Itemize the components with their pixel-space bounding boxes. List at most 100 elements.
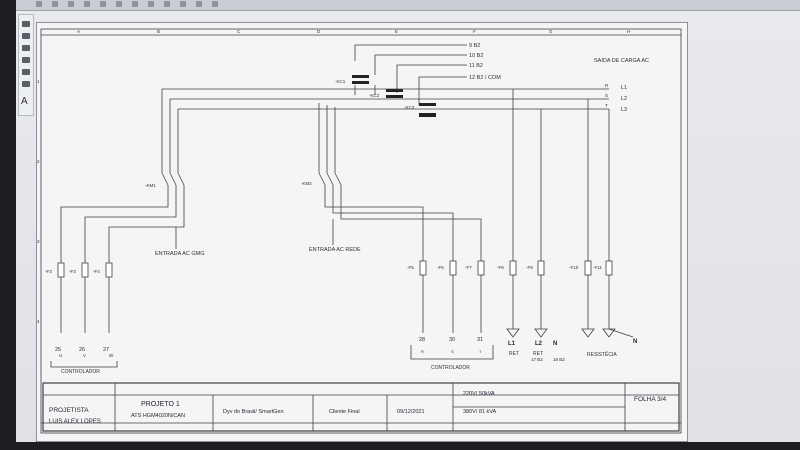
coil-kc3[interactable]: [419, 103, 436, 117]
designer-label: PROJETISTA: [49, 407, 89, 414]
fuse-f6[interactable]: [449, 251, 457, 333]
label-fuse: -F8: [497, 265, 504, 270]
title-block: [42, 382, 680, 432]
group-controller-left: CONTROLADOR: [61, 369, 100, 375]
power-1: 220V/ 50kVA: [463, 391, 495, 397]
column-marker: G: [549, 29, 553, 34]
terminal-30: 30: [449, 337, 455, 343]
contactor-km2[interactable]: [318, 172, 342, 199]
terminal-25: 25: [55, 347, 61, 353]
column-markers: A B C D E F G H: [77, 29, 630, 34]
select-tool-icon[interactable]: [22, 21, 30, 27]
project-title: PROJETO 1: [141, 401, 180, 408]
output-buses: [161, 88, 609, 173]
toolbar-button[interactable]: [52, 1, 58, 7]
bracket-controller-left: [50, 361, 118, 368]
terminal-ret2: RET: [533, 351, 543, 357]
toolbar-button[interactable]: [212, 1, 218, 7]
terminal-31: 31: [477, 337, 483, 343]
monitor-bezel-left: [0, 0, 16, 450]
line-tool-icon[interactable]: [22, 57, 30, 63]
terminal-ret1: RET: [509, 351, 519, 357]
monitor-bezel-bottom: [0, 442, 800, 450]
fuse-f8[interactable]: [509, 89, 517, 329]
signal-12b2-com: 12 B2 / COM: [469, 75, 501, 81]
gmg-entry-wiring: [60, 199, 185, 253]
contactor-km1[interactable]: [161, 172, 185, 199]
terminal-n2: N: [633, 339, 637, 345]
toolbar-button[interactable]: [132, 1, 138, 7]
signal-11b2: 11 B2: [469, 63, 483, 69]
column-marker: A: [77, 29, 80, 34]
phase-l1: L1: [621, 85, 627, 91]
fuse-f9[interactable]: [537, 109, 545, 329]
return-symbols: [506, 328, 634, 338]
label-fuse: -F6: [437, 265, 444, 270]
toolbar-button[interactable]: [116, 1, 122, 7]
column-marker: B: [157, 29, 160, 34]
phase-tag-t: T: [605, 103, 608, 108]
pan-tool-icon[interactable]: [22, 33, 30, 39]
fuse-f3b[interactable]: [81, 253, 89, 333]
label-fuse: -F7: [465, 265, 472, 270]
phase-tag-s: S: [605, 93, 608, 98]
rect-tool-icon[interactable]: [22, 69, 30, 75]
toolbar-button[interactable]: [68, 1, 74, 7]
terminal-t: T: [479, 349, 482, 354]
coil-kc1[interactable]: [352, 75, 369, 84]
toolbar-button[interactable]: [84, 1, 90, 7]
terminal-ret2-sub: 17 B2: [531, 357, 543, 362]
label-kc3: -KC3: [404, 105, 415, 110]
label-km1: -KM1: [145, 183, 156, 188]
terminal-l2: L2: [535, 341, 543, 347]
group-controller-mid: CONTROLADOR: [431, 365, 470, 371]
date: 09/12/2021: [397, 409, 425, 415]
toolbar-button[interactable]: [180, 1, 186, 7]
schematic-sheet[interactable]: A B C D E F G H 1 2 3 4: [36, 22, 688, 442]
top-toolbar: [0, 0, 800, 11]
fuse-f5[interactable]: [419, 251, 427, 333]
inner-frame: [40, 28, 682, 434]
row-marker: 2: [37, 159, 40, 164]
schematic-drawing: A B C D E F G H 1 2 3 4: [37, 28, 682, 434]
terminal-w: W: [109, 353, 114, 358]
fuse-f10[interactable]: [584, 99, 592, 329]
fuse-f3a[interactable]: [57, 253, 65, 333]
column-marker: F: [473, 29, 476, 34]
terminal-r: R: [421, 349, 424, 354]
terminal-l1: L1: [508, 341, 516, 347]
toolbar-button[interactable]: [36, 1, 42, 7]
terminal-ret2-sub2: 16 B2: [553, 357, 565, 362]
entry-rede: ENTRADA AC REDE: [309, 247, 361, 253]
label-fuse: -F11: [593, 265, 602, 270]
terminal-27: 27: [103, 347, 109, 353]
fuse-f7[interactable]: [477, 251, 485, 333]
output-title: SAIDA DE CARGA AC: [594, 58, 649, 64]
column-marker: C: [237, 29, 241, 34]
rede-entry-wiring: [324, 199, 482, 251]
text-tool-icon[interactable]: A: [21, 96, 28, 107]
entry-gmg: ENTRADA AC GMG: [155, 251, 205, 257]
signal-9b2: 9 B2: [469, 43, 480, 49]
label-kc2: -KC2: [369, 93, 380, 98]
terminal-u: U: [59, 353, 62, 358]
fuse-f11[interactable]: [605, 109, 613, 329]
toolbar-button[interactable]: [148, 1, 154, 7]
designer-name: LUIS ALEX LOPES: [49, 419, 101, 425]
circle-tool-icon[interactable]: [22, 81, 30, 87]
toolbar-button[interactable]: [196, 1, 202, 7]
zoom-tool-icon[interactable]: [22, 45, 30, 51]
client: Cliente Final: [329, 409, 360, 415]
terminal-v: V: [83, 353, 86, 358]
coil-kc2[interactable]: [386, 89, 403, 98]
drawing-tool-palette: A: [18, 14, 34, 116]
phase-tag-r: R: [605, 83, 609, 88]
label-km2: -KM2: [301, 181, 312, 186]
label-kc1: -KC1: [335, 79, 346, 84]
terminal-n: N: [553, 341, 557, 347]
toolbar-button[interactable]: [164, 1, 170, 7]
fuse-f4[interactable]: [105, 253, 113, 333]
label-fuse: -F5: [407, 265, 414, 270]
toolbar-button[interactable]: [100, 1, 106, 7]
